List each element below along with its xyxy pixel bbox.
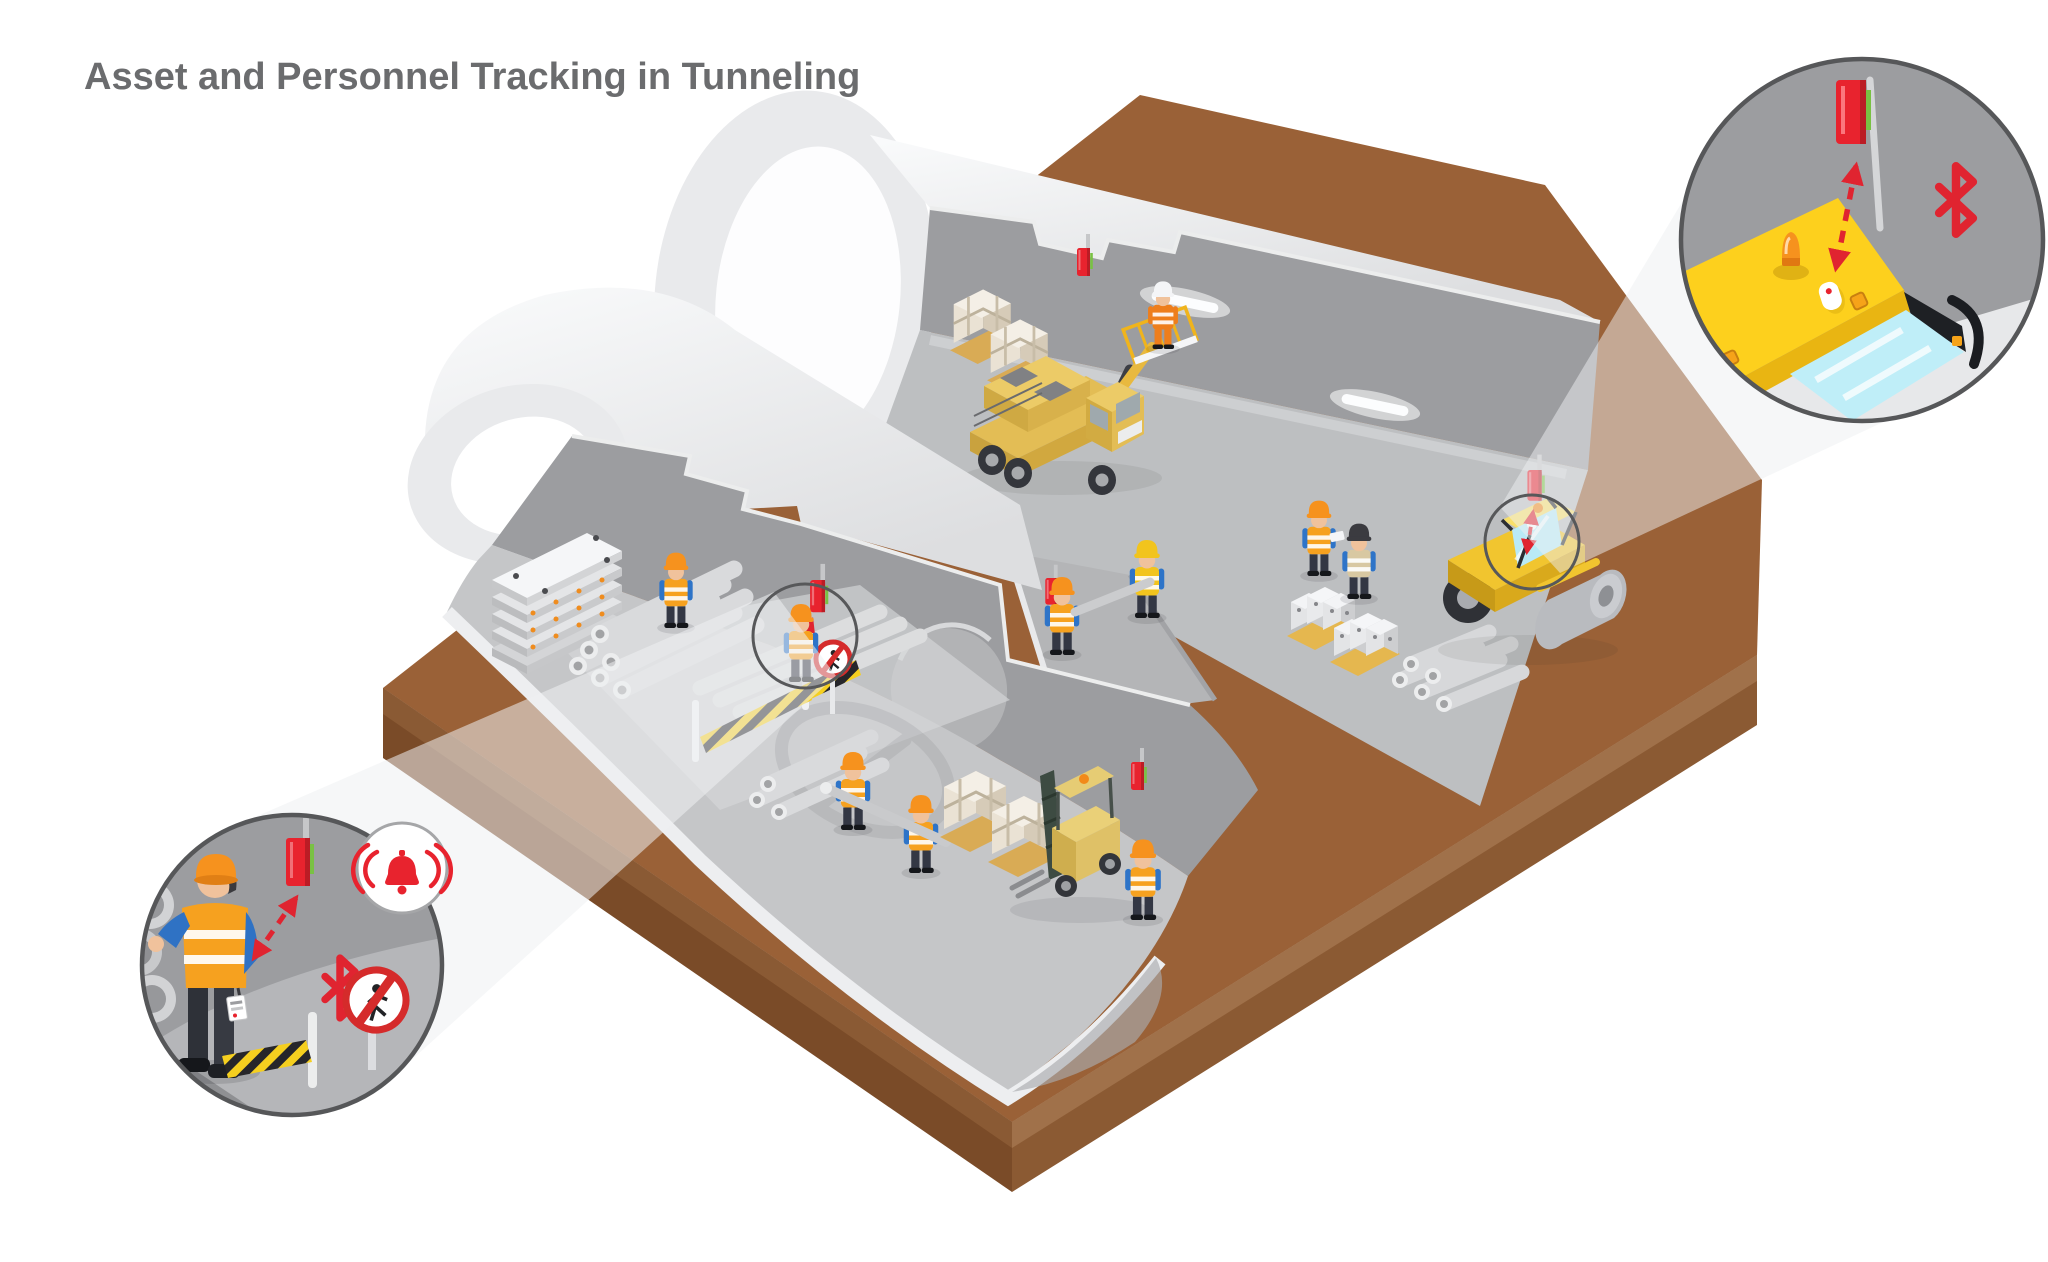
callout-circle-border bbox=[139, 812, 445, 1118]
ble-beacon-icon bbox=[1836, 80, 1871, 144]
clipboard bbox=[1329, 530, 1345, 543]
machine-cab-window bbox=[1790, 292, 1984, 421]
pipe-stack bbox=[1392, 624, 1530, 712]
front-tunnel bbox=[407, 287, 1258, 1107]
aerial-basket bbox=[1120, 281, 1200, 365]
no-pedestrians-sign bbox=[342, 966, 410, 1070]
alarm-bell-icon bbox=[350, 821, 454, 915]
hazard-tape bbox=[222, 1040, 312, 1078]
page-title: Asset and Personnel Tracking in Tunnelin… bbox=[84, 56, 861, 98]
carried-pipe bbox=[821, 783, 951, 847]
no-pedestrians-sign bbox=[813, 639, 853, 714]
rear-tunnel bbox=[654, 90, 1627, 806]
segment-plate-stack bbox=[492, 533, 622, 674]
magnifier-circle-personnel bbox=[751, 582, 859, 690]
worker-badge-icon bbox=[226, 994, 248, 1022]
rear-tunnel-shell bbox=[870, 135, 1600, 322]
forklift bbox=[1009, 766, 1150, 923]
callout-personnel-tracking bbox=[139, 812, 454, 1118]
ble-beacon-icon bbox=[286, 818, 314, 886]
front-tunnel-shell bbox=[424, 287, 1042, 590]
tracking-arrow bbox=[251, 894, 299, 962]
machine-roof-tag-icon bbox=[1818, 281, 1845, 314]
callout-asset-tracking bbox=[1678, 56, 2046, 424]
worker-closeup bbox=[148, 854, 260, 1084]
tracking-arrow bbox=[1828, 161, 1864, 273]
ceiling-light bbox=[1329, 389, 1421, 421]
warning-light-icon bbox=[1782, 232, 1800, 266]
crane-truck bbox=[962, 342, 1162, 495]
callout-circle-border bbox=[1678, 56, 2046, 424]
warning-light-icon bbox=[1079, 774, 1089, 784]
magnifier-circle-asset bbox=[1483, 493, 1581, 591]
barrier-post bbox=[308, 1012, 317, 1088]
carried-pipe bbox=[1070, 577, 1155, 617]
